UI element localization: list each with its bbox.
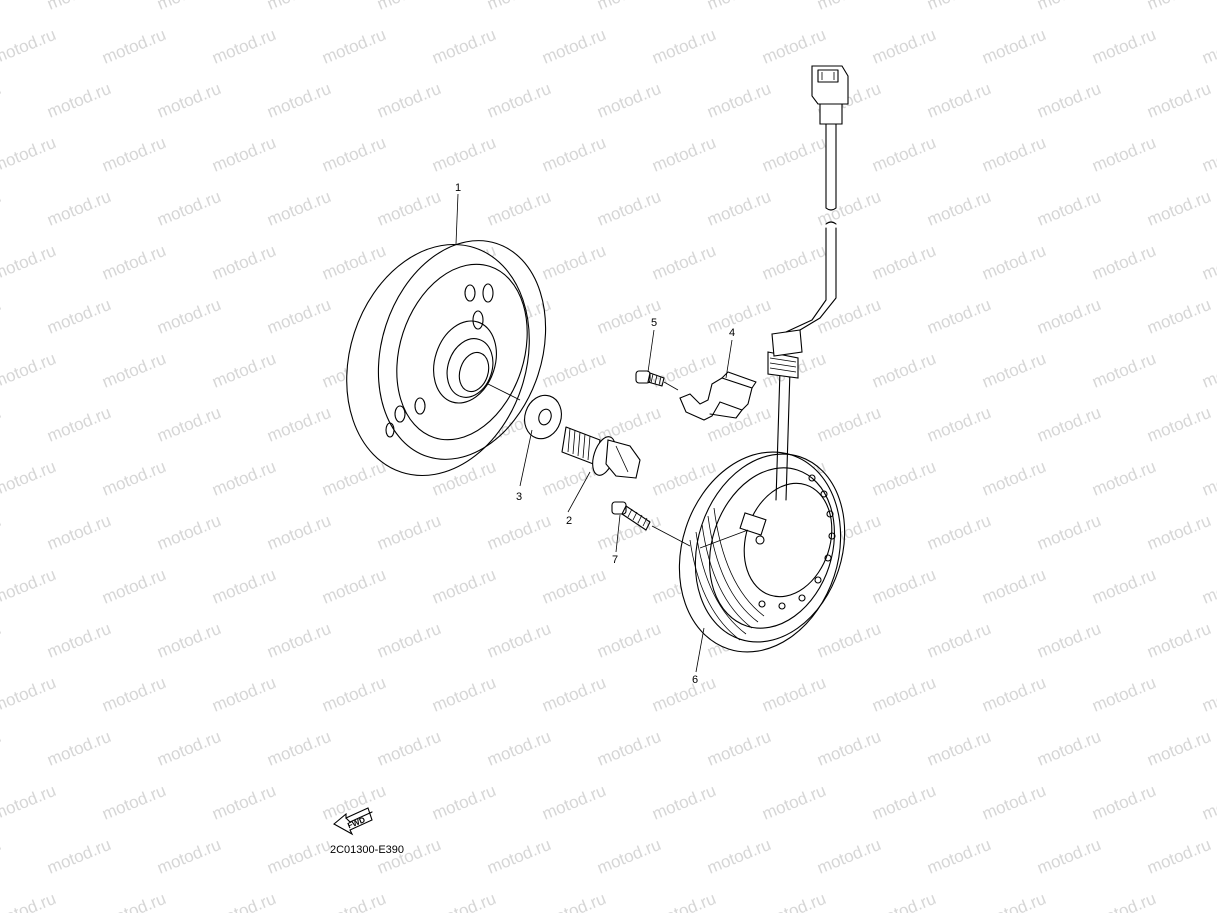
callout-7: 7 <box>612 554 618 566</box>
callout-2: 2 <box>566 515 572 527</box>
rotor-bolt-part <box>561 426 641 479</box>
drawing-code: 2C01300-E390 <box>330 844 404 856</box>
wire-lead <box>767 65 849 501</box>
stator-bolt-part <box>611 501 691 547</box>
callout-4: 4 <box>729 327 735 339</box>
fwd-arrow-icon: FWD <box>333 807 373 836</box>
rotor-flywheel-part <box>346 240 547 477</box>
callout-6: 6 <box>692 674 698 686</box>
callout-1: 1 <box>455 182 461 194</box>
leader-lines <box>455 193 733 673</box>
stator-assembly-part <box>678 451 846 653</box>
clamp-bolt-part <box>635 370 679 391</box>
callout-3: 3 <box>516 491 522 503</box>
callout-5: 5 <box>651 317 657 329</box>
washer-part <box>524 394 562 440</box>
lead-clamp-part <box>679 371 757 421</box>
